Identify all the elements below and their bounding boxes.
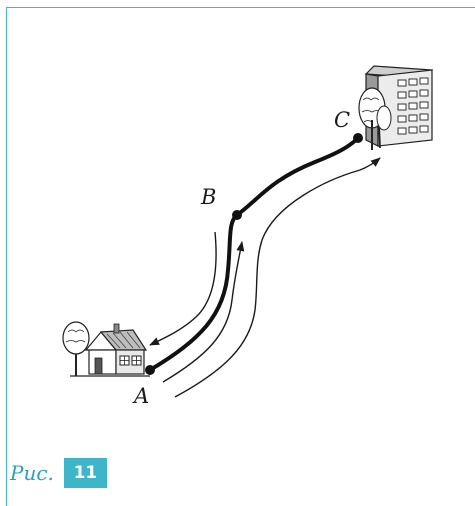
caption-number: 11: [64, 458, 107, 488]
point-label-b: B: [201, 187, 216, 208]
caption-prefix: Рис.: [10, 463, 54, 483]
house-icon: [63, 322, 150, 376]
point-b-marker: [232, 210, 242, 220]
route-path: [150, 138, 358, 370]
point-label-a: A: [134, 386, 149, 407]
tree-icon: [63, 322, 89, 376]
point-c-marker: [353, 133, 363, 143]
figure-caption: Рис. 11: [10, 458, 107, 488]
point-label-c: C: [334, 110, 350, 131]
point-a-marker: [145, 365, 155, 375]
building-icon: [359, 66, 432, 150]
